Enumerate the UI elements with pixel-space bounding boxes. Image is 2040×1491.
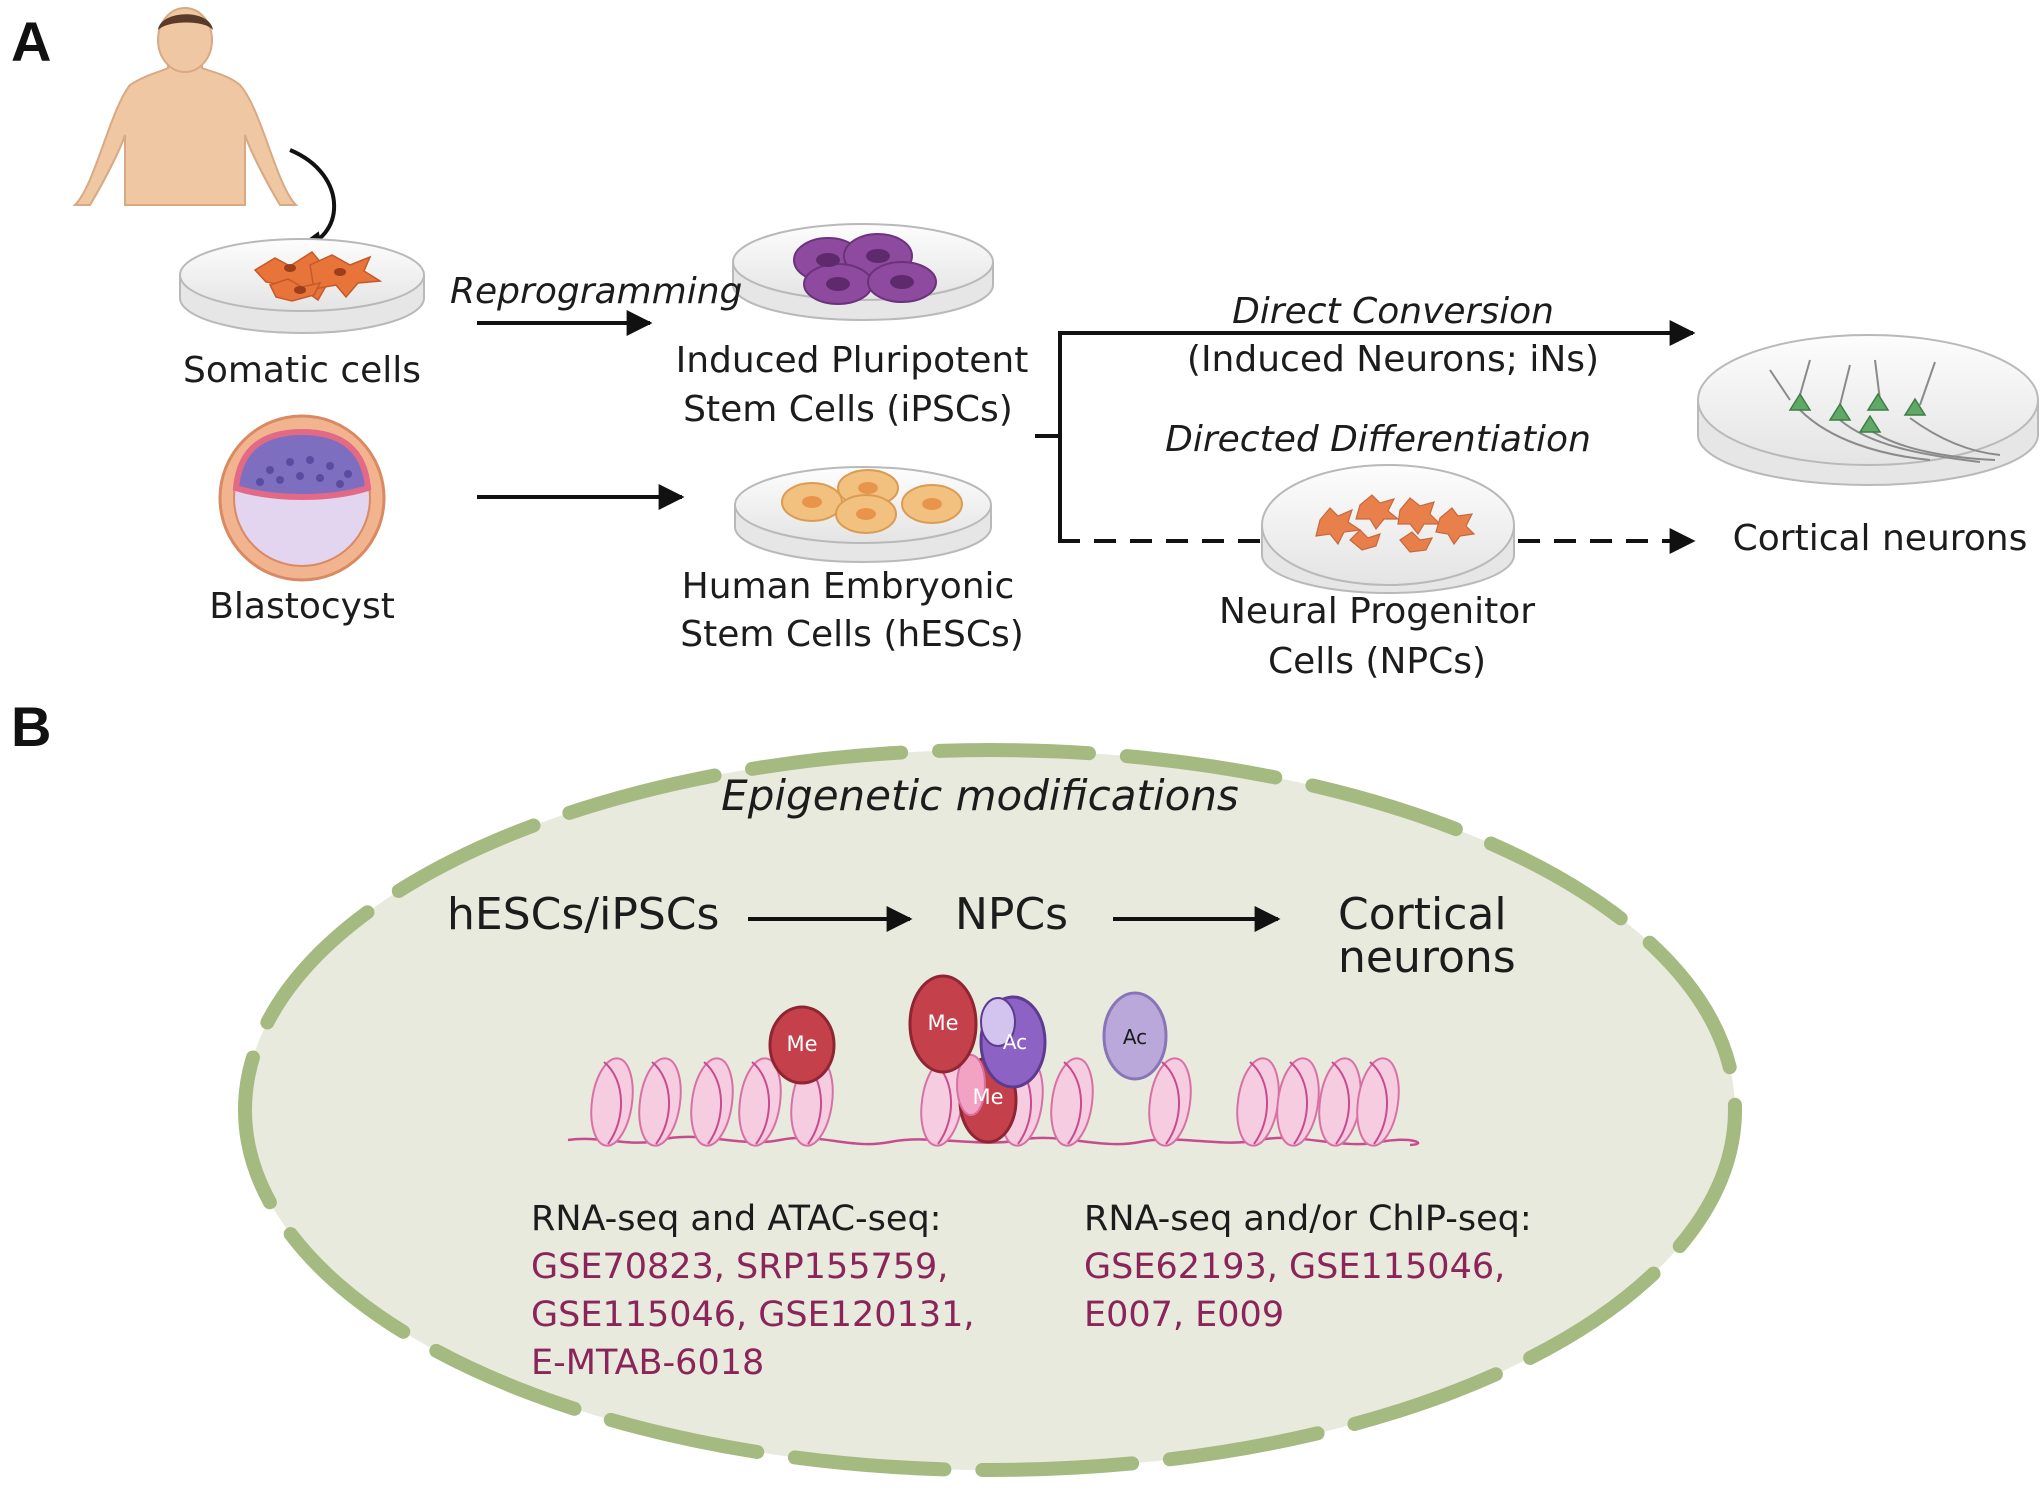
- ipsc-label-line2: Stem Cells (iPSCs): [683, 389, 1013, 430]
- somatic-cells-dish: [179, 238, 425, 334]
- nucleosome: [690, 1057, 734, 1147]
- ipsc-label-line1: Induced Pluripotent: [675, 340, 1029, 381]
- dna-wrap: [603, 1061, 622, 1145]
- npc-label-line1: Neural Progenitor: [1218, 591, 1536, 632]
- left-dataset-line: GSE70823, SRP155759,: [531, 1247, 949, 1287]
- induced-neurons-label: (Induced Neurons; iNs): [1186, 339, 1600, 380]
- nucleosome: [638, 1057, 682, 1147]
- dna-wrap: [1331, 1061, 1350, 1145]
- cortical-neurons-dish: [1697, 334, 2039, 486]
- nucleosome: [1276, 1057, 1320, 1147]
- stage-npc: NPCs: [955, 889, 1069, 940]
- dna-wrap: [1249, 1061, 1268, 1145]
- left-heading: RNA-seq and ATAC-seq:: [531, 1199, 942, 1239]
- npc-dish: [1261, 464, 1515, 594]
- nucleosome: [1356, 1057, 1400, 1147]
- left-datasets-block: RNA-seq and ATAC-seq: GSE70823, SRP15575…: [531, 1195, 975, 1387]
- dna-wrap: [1161, 1061, 1180, 1145]
- methyl-mark-1: [768, 1005, 836, 1085]
- methyl-mark-2-label: Me: [927, 1011, 959, 1035]
- hesc-label-line1: Human Embryonic: [681, 566, 1015, 607]
- right-dataset-line: E007, E009: [1084, 1295, 1285, 1335]
- dna-wrap: [651, 1061, 670, 1145]
- methyl-mark-2: [908, 974, 978, 1074]
- panel-a-label: A: [11, 10, 52, 73]
- nucleosome: [590, 1057, 634, 1147]
- hesc-dish: [734, 466, 992, 563]
- somatic-cells-label: Somatic cells: [182, 350, 422, 391]
- acetyl-mark-1-label: Ac: [1002, 1030, 1028, 1054]
- dna-wrap: [751, 1061, 770, 1145]
- human-donor-icon: [72, 7, 299, 206]
- dna-wrap: [1063, 1061, 1082, 1145]
- blastocyst-label: Blastocyst: [209, 586, 395, 627]
- stage-cortical-line1: Cortical: [1338, 889, 1507, 940]
- dna-wrap: [1289, 1061, 1308, 1145]
- acetyl-mark-2: [1102, 991, 1168, 1081]
- cortical-neurons-label: Cortical neurons: [1732, 518, 2028, 559]
- methyl-mark-1-label: Me: [786, 1032, 818, 1056]
- right-datasets-block: RNA-seq and/or ChIP-seq: GSE62193, GSE11…: [1084, 1195, 1532, 1339]
- dna-wrap: [1369, 1061, 1388, 1145]
- hesc-label-line2: Stem Cells (hESCs): [680, 614, 1024, 655]
- reprogramming-label: Reprogramming: [450, 271, 743, 312]
- npc-label-line2: Cells (NPCs): [1267, 641, 1487, 682]
- epigenetic-title: Epigenetic modifications: [721, 771, 1239, 820]
- directed-differentiation-label: Directed Differentiation: [1165, 419, 1591, 460]
- methyl-mark-3-label: Me: [972, 1085, 1004, 1109]
- panel-b-label: B: [11, 695, 52, 758]
- nucleosome: [738, 1057, 782, 1147]
- direct-conversion-label: Direct Conversion: [1232, 291, 1554, 332]
- blastocyst-icon: [218, 414, 386, 582]
- left-dataset-line: E-MTAB-6018: [531, 1343, 765, 1383]
- stage-hesc-ipsc: hESCs/iPSCs: [447, 889, 720, 940]
- ipsc-dish: [732, 223, 994, 321]
- branch-connector: [1035, 320, 1696, 554]
- stage-cortical-line2: neurons: [1338, 932, 1516, 983]
- acetyl-mark-2-label: Ac: [1122, 1025, 1148, 1049]
- right-dataset-line: GSE62193, GSE115046,: [1084, 1247, 1506, 1287]
- left-dataset-line: GSE115046, GSE120131,: [531, 1295, 975, 1335]
- nucleosome: [1148, 1057, 1192, 1147]
- right-heading: RNA-seq and/or ChIP-seq:: [1084, 1199, 1532, 1239]
- dna-wrap: [703, 1061, 722, 1145]
- nucleosome: [1050, 1057, 1094, 1147]
- donor-to-dish-arrow: [289, 148, 337, 257]
- acetyl-mark-1: [979, 995, 1047, 1089]
